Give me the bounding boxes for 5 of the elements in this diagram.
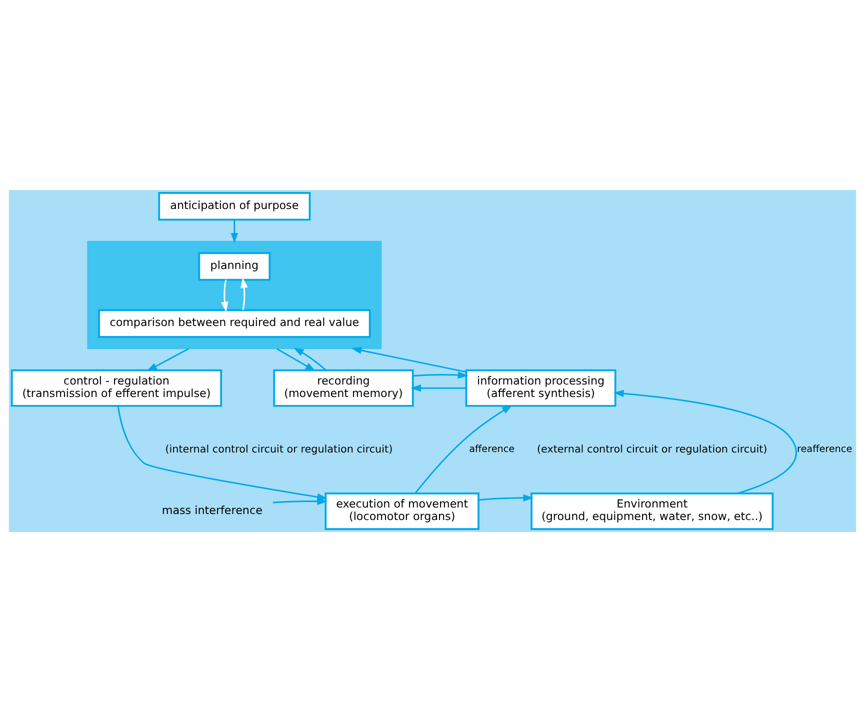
node-text: mass interference: [162, 504, 262, 517]
edge-label: reafference: [797, 444, 852, 456]
edge-label: afference: [469, 444, 515, 456]
label: (internal control circuit or regulation circuit): [165, 443, 393, 456]
label: (external control circuit or regulation circuit): [536, 443, 768, 456]
